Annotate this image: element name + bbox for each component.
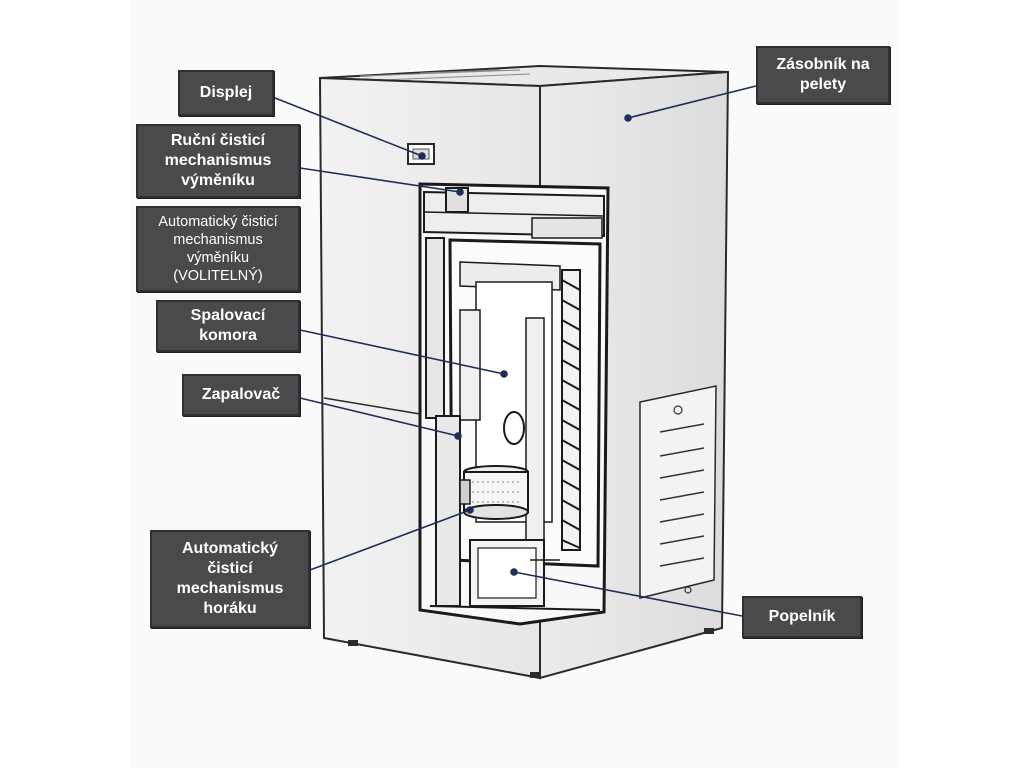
label-manual-cleaning: Ruční čisticí mechanismus výměníku xyxy=(136,124,300,198)
cutaway-interior xyxy=(418,182,610,626)
label-auto-cleaning-exchanger: Automatický čisticí mechanismus výměníku… xyxy=(136,206,300,292)
label-igniter: Zapalovač xyxy=(182,374,300,416)
side-vent-panel xyxy=(639,385,717,599)
label-pellet-hopper: Zásobník na pelety xyxy=(756,46,890,104)
leader-lines xyxy=(269,85,757,617)
label-auto-cleaning-burner: Automatický čisticí mechanismus horáku xyxy=(150,530,310,628)
ash-pan xyxy=(469,539,560,607)
label-ash-pan: Popelník xyxy=(742,596,862,638)
label-combustion-chamber: Spalovací komora xyxy=(156,300,300,352)
label-display: Displej xyxy=(178,70,274,116)
burner-basket xyxy=(459,465,529,520)
